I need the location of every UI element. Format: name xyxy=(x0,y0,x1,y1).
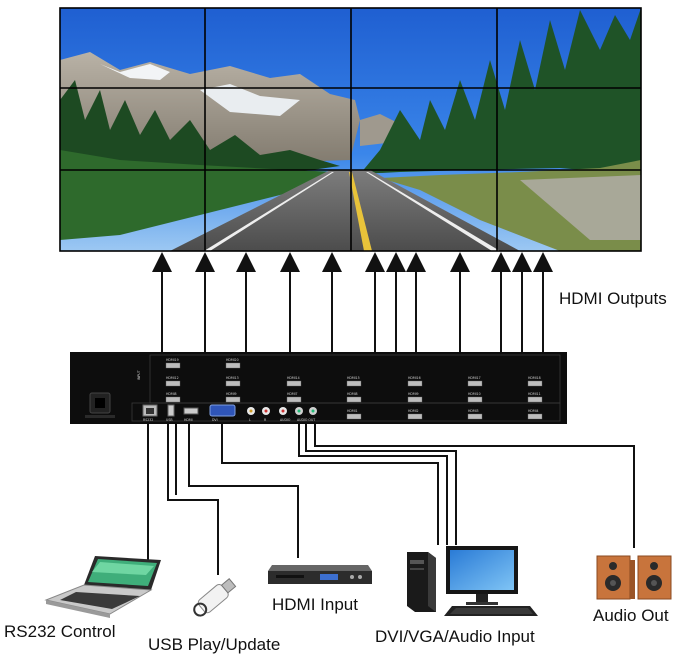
hdmi-output-port xyxy=(467,413,483,420)
usb-play-update-label: USB Play/Update xyxy=(148,635,281,654)
laptop-icon xyxy=(44,556,161,618)
usb-stick-icon xyxy=(193,578,237,617)
hdmi-port-label: HDMI9 xyxy=(408,392,419,396)
input-port-label: AUDIO xyxy=(280,418,291,422)
hdmi-output-port xyxy=(225,362,241,369)
hdmi-outputs-label: HDMI Outputs xyxy=(559,289,667,308)
dvd-player-icon xyxy=(268,565,372,584)
hdmi-output-port xyxy=(467,396,483,403)
hdmi-input-label: HDMI Input xyxy=(272,595,358,614)
connection-cables xyxy=(147,424,635,575)
hdmi-output-arrows xyxy=(152,252,553,352)
speakers-icon xyxy=(596,555,672,600)
hdmi-port-label: HDMI16 xyxy=(408,376,421,380)
audio-in-cable-l xyxy=(298,424,448,545)
usb-port xyxy=(167,404,175,417)
hdmi-input-cable xyxy=(188,424,299,558)
hdmi-port-label: HDMI4 xyxy=(528,409,539,413)
hdmi-port-label: HDMI8 xyxy=(166,392,177,396)
hdmi-port-label: HDMI3 xyxy=(468,409,479,413)
hdmi-port-label: HDMI15 xyxy=(347,376,360,380)
input-port-label: HDMI xyxy=(184,418,193,422)
input-side-label: INPUT xyxy=(137,370,141,380)
hdmi-port-label: HDMI17 xyxy=(468,376,481,380)
hdmi-output-port xyxy=(286,396,302,403)
hdmi-port-label: HDMI13 xyxy=(226,376,239,380)
hdmi-port-label: HDMI18 xyxy=(528,376,541,380)
usb-cable xyxy=(167,424,219,575)
hdmi-output-port xyxy=(407,380,423,387)
input-port-label: L xyxy=(249,418,251,422)
hdmi-port-label: HDMI1 xyxy=(347,409,358,413)
hdmi-output-port xyxy=(165,362,181,369)
input-port-label: DVI xyxy=(212,418,218,422)
hdmi-input-port xyxy=(183,407,199,415)
video-wall-bezels xyxy=(59,7,642,252)
rs232-control-label: RS232 Control xyxy=(4,622,116,641)
dvi-vga-audio-input-label: DVI/VGA/Audio Input xyxy=(375,627,535,646)
hdmi-port-label: HDMI11 xyxy=(528,392,541,396)
dvi-vga-cable xyxy=(221,424,439,545)
hdmi-port-label: HDMI7 xyxy=(287,392,298,396)
hdmi-output-port xyxy=(346,413,362,420)
hdmi-port-label: HDMI10 xyxy=(468,392,481,396)
hdmi-port-label: HDMI2 xyxy=(408,409,419,413)
power-socket xyxy=(85,392,115,418)
hdmi-output-port xyxy=(225,380,241,387)
hdmi-port-label: HDMI20 xyxy=(226,358,239,362)
input-port-labels: RS232 USB HDMI DVI L R AUDIO AUDIO OUT xyxy=(143,418,315,422)
dvi-vga-port xyxy=(209,404,236,417)
hdmi-port-label: HDMI8 xyxy=(347,392,358,396)
hdmi-port-label: HDMI12 xyxy=(166,376,179,380)
audio-out-label: Audio Out xyxy=(593,606,669,625)
hdmi-port-label: HDMI9 xyxy=(226,392,237,396)
hdmi-output-port xyxy=(407,413,423,420)
input-port-label: USB xyxy=(166,418,173,422)
hdmi-output-port xyxy=(346,396,362,403)
hdmi-port-label: HDMI14 xyxy=(287,376,300,380)
audio-out-cable xyxy=(314,424,635,548)
hdmi-output-port xyxy=(527,396,543,403)
hdmi-output-port xyxy=(286,380,302,387)
desktop-computer-icon xyxy=(407,546,538,616)
hdmi-output-port xyxy=(527,380,543,387)
hdmi-output-port xyxy=(346,380,362,387)
input-port-label: RS232 xyxy=(143,418,153,422)
hdmi-port-label: HDMI19 xyxy=(166,358,179,362)
hdmi-output-port xyxy=(165,380,181,387)
video-wall xyxy=(59,7,642,252)
input-port-label: R xyxy=(264,418,267,422)
input-ports: RS232 USB HDMI DVI L R AUDIO AUDIO OUT xyxy=(142,404,317,422)
hdmi-output-port xyxy=(527,413,543,420)
hdmi-output-port xyxy=(467,380,483,387)
audio-in-cable-r xyxy=(305,424,457,545)
hdmi-output-port xyxy=(407,396,423,403)
input-port-label: AUDIO OUT xyxy=(297,418,315,422)
hdmi-output-port xyxy=(165,396,181,403)
hdmi-output-port xyxy=(225,396,241,403)
